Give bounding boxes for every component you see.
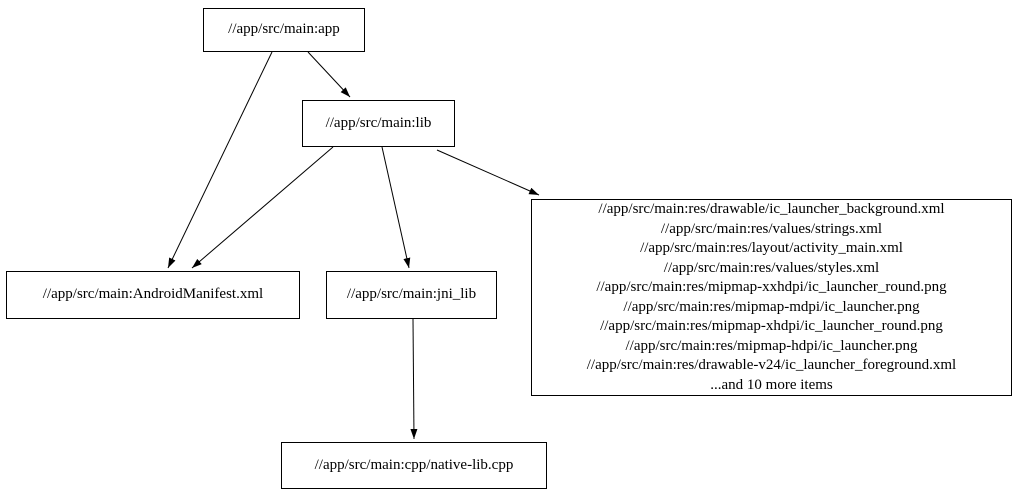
edge-lib-to-res-group <box>436 149 540 196</box>
node-app-target: //app/src/main:app <box>203 8 365 52</box>
res-line: //app/src/main:res/drawable/ic_launcher_… <box>598 201 945 217</box>
node-lib-label: //app/src/main:lib <box>325 114 432 131</box>
node-jni-lib-label: //app/src/main:jni_lib <box>346 286 477 303</box>
res-line: //app/src/main:res/mipmap-hdpi/ic_launch… <box>625 337 918 354</box>
node-jni-lib: //app/src/main:jni_lib <box>326 271 497 319</box>
res-line: //app/src/main:res/drawable-v24/ic_launc… <box>586 357 957 373</box>
edge-app-to-lib <box>307 51 351 98</box>
node-android-manifest-label: //app/src/main:AndroidManifest.xml <box>42 286 264 303</box>
edge-lib-to-jni-lib <box>381 146 411 269</box>
edge-lib-to-manifest <box>191 146 334 269</box>
res-line: //app/src/main:res/mipmap-mdpi/ic_launch… <box>623 298 920 315</box>
node-app-label: //app/src/main:app <box>228 21 340 38</box>
node-android-manifest: //app/src/main:AndroidManifest.xml <box>6 271 300 319</box>
edge-jni-lib-to-cpp <box>410 318 418 440</box>
res-line: //app/src/main:res/values/styles.xml <box>663 259 880 276</box>
node-native-lib-cpp: //app/src/main:cpp/native-lib.cpp <box>281 442 547 489</box>
node-lib-target: //app/src/main:lib <box>302 100 455 147</box>
res-line: //app/src/main:res/values/strings.xml <box>660 220 883 237</box>
node-native-lib-cpp-label: //app/src/main:cpp/native-lib.cpp <box>314 456 514 473</box>
res-line: //app/src/main:res/mipmap-xxhdpi/ic_laun… <box>596 279 947 295</box>
res-line: //app/src/main:res/layout/activity_main.… <box>640 240 903 256</box>
node-resource-group: //app/src/main:res/drawable/ic_launcher_… <box>531 199 1012 396</box>
edge-app-to-manifest <box>167 51 273 269</box>
res-line: //app/src/main:res/mipmap-xhdpi/ic_launc… <box>600 318 943 334</box>
res-line-more-items: ...and 10 more items <box>710 376 833 393</box>
